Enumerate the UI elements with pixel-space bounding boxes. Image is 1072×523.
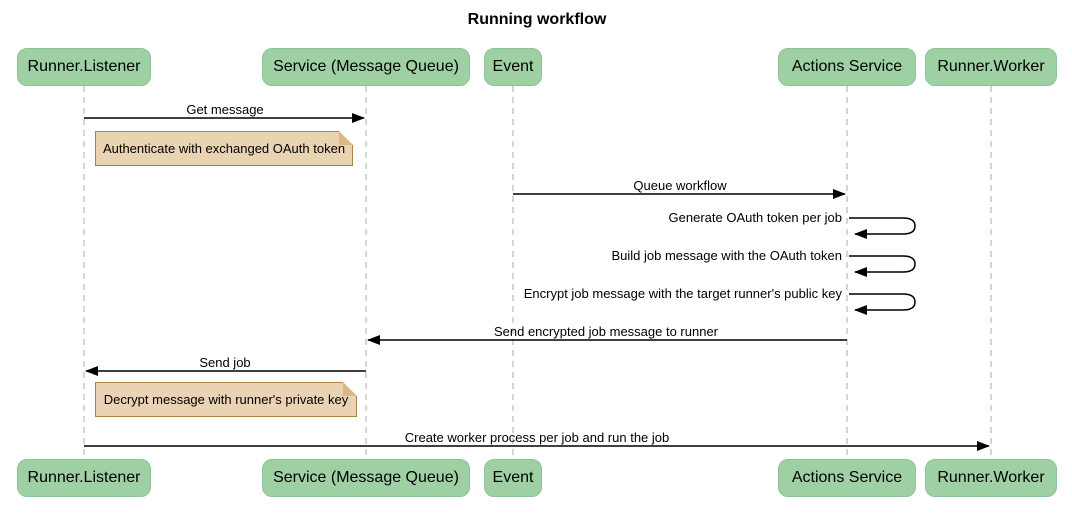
participant-label: Runner.Listener [27,58,141,75]
note-text: Authenticate with exchanged OAuth token [102,141,346,156]
participant-label: Service (Message Queue) [273,58,459,75]
participant-label: Runner.Worker [937,469,1045,486]
message-label-get-message: Get message [186,102,264,117]
participant-top-runner-worker: Runner.Worker [925,48,1057,86]
participant-top-service-message-queue: Service (Message Queue) [262,48,470,86]
self-arrow-build-job-message [849,255,916,277]
message-label-send-job: Send job [199,355,251,370]
participant-label: Event [492,58,534,75]
message-label-queue-workflow: Queue workflow [633,178,727,193]
message-label-build-job-message: Build job message with the OAuth token [611,248,842,263]
diagram-title: Running workflow [467,11,607,28]
note-fold-corner-icon [339,131,353,145]
participant-bottom-actions-service: Actions Service [778,459,916,497]
note-decrypt-private-key: Decrypt message with runner's private ke… [95,382,357,417]
participant-label: Service (Message Queue) [273,469,459,486]
participant-label: Actions Service [791,58,903,75]
participant-label: Runner.Worker [937,58,1045,75]
participant-label: Event [492,469,534,486]
participant-top-event: Event [484,48,542,86]
self-arrow-encrypt-job-message [849,293,916,315]
participant-label: Actions Service [791,469,903,486]
participant-top-runner-listener: Runner.Listener [17,48,151,86]
note-fold-corner-icon [343,382,357,396]
participant-bottom-runner-listener: Runner.Listener [17,459,151,497]
note-text: Decrypt message with runner's private ke… [103,392,349,407]
note-authenticate-oauth: Authenticate with exchanged OAuth token [95,131,353,166]
message-label-create-worker-process: Create worker process per job and run th… [404,430,670,445]
message-label-send-encrypted-job-message: Send encrypted job message to runner [493,324,719,339]
participant-bottom-service-message-queue: Service (Message Queue) [262,459,470,497]
message-label-generate-oauth-token: Generate OAuth token per job [668,210,842,225]
self-arrow-generate-oauth-token [849,217,916,239]
message-label-encrypt-job-message: Encrypt job message with the target runn… [523,286,842,301]
participant-bottom-runner-worker: Runner.Worker [925,459,1057,497]
participant-bottom-event: Event [484,459,542,497]
participant-label: Runner.Listener [27,469,141,486]
participant-top-actions-service: Actions Service [778,48,916,86]
